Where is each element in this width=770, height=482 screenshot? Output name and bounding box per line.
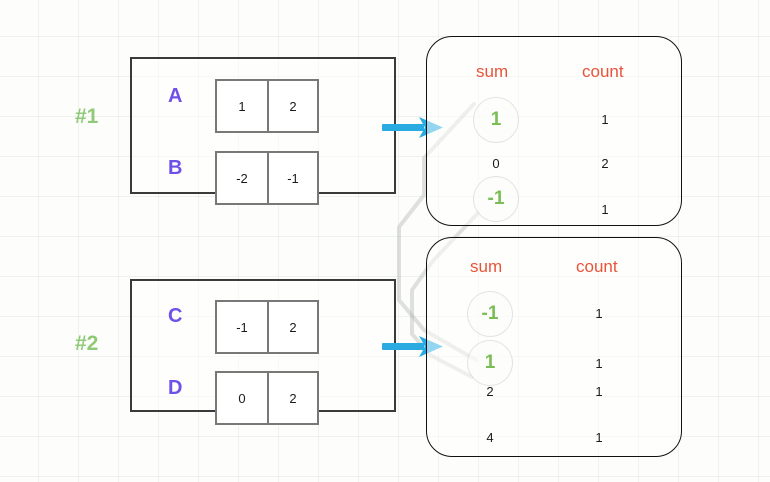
- cell-c-0: -1: [236, 319, 248, 335]
- cell-pair-b: -2 -1: [215, 151, 319, 205]
- agg-2-sum-row-4: 4: [486, 430, 494, 445]
- input-panel-1: A 1 2 B -2 -1: [130, 57, 396, 205]
- agg-2-count-row-1: 1: [595, 306, 603, 321]
- agg-2-header-count: count: [576, 257, 618, 276]
- agg-1-count-row-1: 1: [601, 112, 609, 127]
- row-label-b: B: [168, 157, 183, 179]
- cell-a-0: 1: [238, 98, 246, 114]
- agg-2-sum-row-3: 2: [486, 384, 494, 399]
- agg-2-count-row-2: 1: [595, 356, 603, 371]
- agg-1-header-sum: sum: [476, 62, 509, 81]
- agg-1-count-row-2: 2: [601, 156, 609, 171]
- agg-2-sum-row-1: -1: [481, 303, 499, 324]
- cell-pair-a: 1 2: [215, 79, 319, 133]
- agg-1-header-count: count: [582, 62, 624, 81]
- agg-1-sum-row-2: 0: [492, 156, 500, 171]
- agg-2-header-sum: sum: [470, 257, 503, 276]
- agg-2-count-row-3: 1: [595, 384, 603, 399]
- cell-pair-c: -1 2: [215, 300, 319, 354]
- cell-c-1: 2: [267, 302, 317, 352]
- cell-a-1: 2: [267, 81, 317, 131]
- cell-b-0: -2: [236, 170, 248, 186]
- cell-b-1: -1: [267, 153, 317, 203]
- agg-1-sum-row-1: 1: [490, 109, 502, 130]
- agg-2-sum-row-2: 1: [484, 352, 496, 373]
- group-tag-1: #1: [75, 105, 99, 128]
- cell-d-0: 0: [238, 390, 246, 406]
- cell-d-1: 2: [267, 373, 317, 423]
- row-label-d: D: [168, 377, 183, 399]
- row-label-a: A: [168, 85, 183, 107]
- agg-panel-2: sum count: [426, 237, 682, 457]
- agg-2-count-row-4: 1: [595, 430, 603, 445]
- row-label-c: C: [168, 305, 183, 327]
- agg-1-count-row-3: 1: [601, 202, 609, 217]
- group-tag-2: #2: [75, 332, 99, 355]
- agg-1-sum-row-3: -1: [487, 188, 505, 209]
- input-panel-2: C -1 2 D 0 2: [130, 279, 396, 425]
- cell-pair-d: 0 2: [215, 371, 319, 425]
- agg-panel-1: sum count: [426, 36, 682, 226]
